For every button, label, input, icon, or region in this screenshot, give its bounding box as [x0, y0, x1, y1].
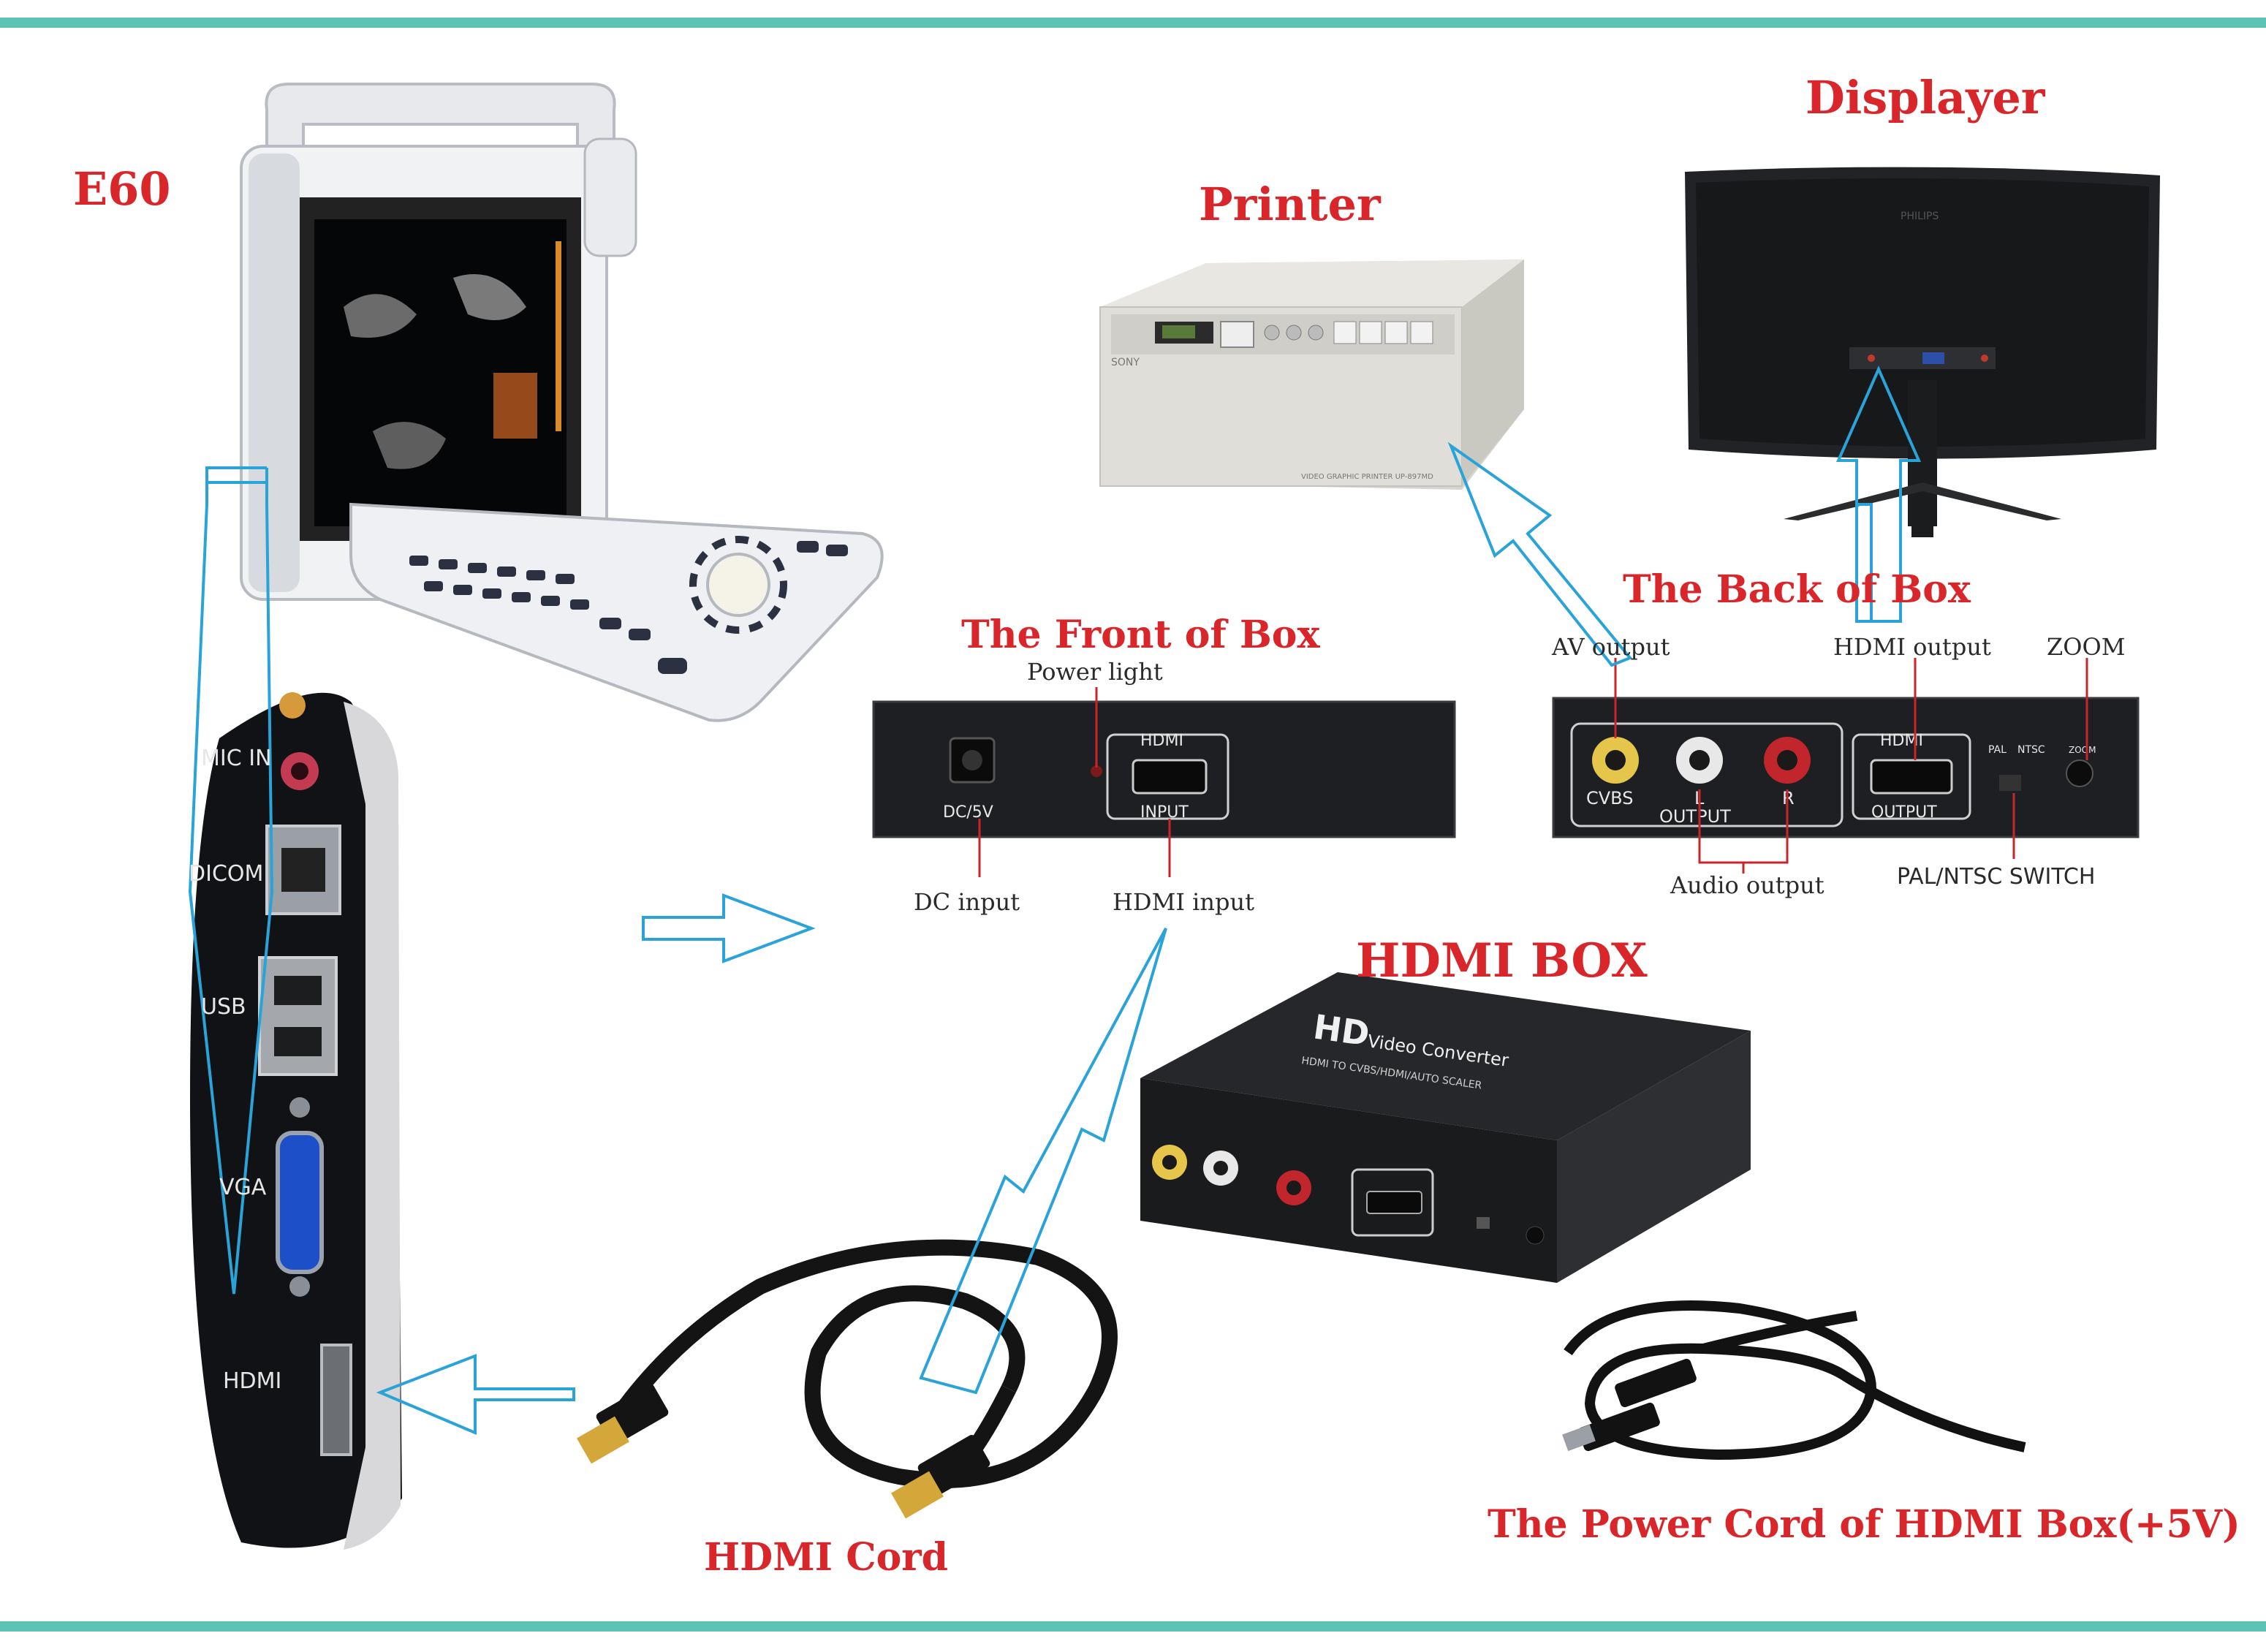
front-input-text: INPUT [1140, 803, 1189, 822]
callout-lines [978, 658, 2088, 877]
back-output-text: OUTPUT [1659, 806, 1731, 827]
back-of-box-illustration: CVBS L R OUTPUT HDMI OUTPUT PAL NTSC ZOO… [1552, 697, 2140, 838]
front-of-box-title: The Front of Box [961, 613, 1320, 657]
hdmi-cord-illustration [577, 1239, 1118, 1519]
back-hdmi-output-text: OUTPUT [1871, 803, 1937, 822]
printer-title: Printer [1199, 178, 1381, 231]
mic-in-label: MIC IN [201, 746, 272, 771]
e60-ultrasound-illustration [240, 83, 884, 722]
back-hdmi-text: HDMI [1880, 732, 1923, 750]
e60-io-panel-illustration [190, 692, 402, 1550]
vga-label: VGA [219, 1175, 267, 1200]
front-hdmi-text: HDMI [1140, 732, 1183, 750]
front-dc-text: DC/5V [943, 803, 993, 822]
hdmi-box-title: HDMI BOX [1356, 933, 1648, 988]
power-cord-title: The Power Cord of HDMI Box(+5V) [1488, 1502, 2240, 1547]
audio-output-caption: Audio output [1670, 871, 1824, 899]
pal-ntsc-switch-caption: PAL/NTSC SWITCH [1897, 864, 2096, 890]
bottom-band [0, 1621, 2266, 1632]
hdmi-port-label: HDMI [223, 1368, 282, 1394]
front-of-box-illustration: HDMI INPUT DC/5V [872, 700, 1456, 838]
hdmi-output-caption: HDMI output [1833, 633, 1991, 661]
back-of-box-title: The Back of Box [1623, 567, 1971, 612]
connection-arrows [188, 365, 1922, 1436]
av-output-caption: AV output [1552, 633, 1670, 661]
dicom-label: DICOM [189, 861, 264, 887]
hdmi-box-illustration: HD Video Converter HDMI TO CVBS/HDMI/AUT… [1140, 972, 1751, 1283]
back-zoom-text: ZOOM [2069, 745, 2096, 755]
usb-label: USB [201, 994, 246, 1020]
back-ntsc-text: NTSC [2017, 744, 2045, 756]
e60-title: E60 [73, 162, 171, 216]
displayer-illustration: PHILIPS [1685, 167, 2160, 537]
back-cvbs-text: CVBS [1586, 788, 1633, 808]
dc-input-caption: DC input [914, 888, 1020, 916]
back-pal-text: PAL [1988, 744, 2007, 756]
printer-illustration: SONY VIDEO GRAPHIC PRINTER UP-897MD [1099, 259, 1524, 490]
zoom-caption: ZOOM [2047, 633, 2126, 661]
displayer-title: Displayer [1805, 71, 2045, 124]
top-band [0, 18, 2266, 28]
hdmi-input-caption: HDMI input [1113, 888, 1254, 916]
box-brand-text: HD [1311, 1007, 1371, 1053]
power-cord-illustration [1562, 1300, 2026, 1460]
power-light-caption: Power light [1027, 658, 1163, 686]
printer-model-text: VIDEO GRAPHIC PRINTER UP-897MD [1301, 473, 1433, 481]
monitor-brand-text: PHILIPS [1901, 211, 1939, 222]
hdmi-cord-title: HDMI Cord [704, 1535, 949, 1580]
printer-brand-text: SONY [1111, 357, 1140, 368]
